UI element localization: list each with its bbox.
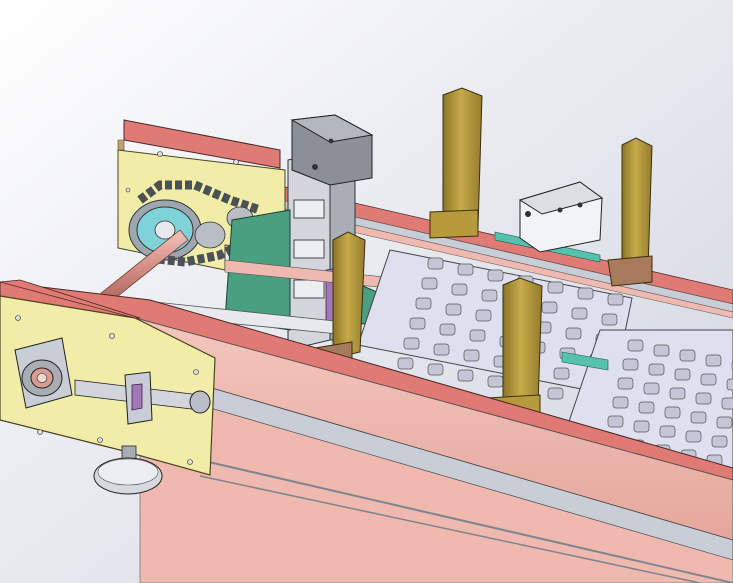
tray-pocket (664, 406, 681, 419)
guide-post-2[interactable] (607, 137, 653, 287)
tray-pocket (415, 297, 432, 310)
tray-pocket (612, 396, 629, 409)
tray-pocket (403, 337, 420, 350)
tray-pocket (475, 309, 492, 322)
tray-pocket (617, 377, 634, 390)
tray-pocket (487, 269, 504, 282)
tray-pocket (457, 263, 474, 276)
tray-pocket (487, 375, 504, 388)
tray-pocket (439, 323, 456, 336)
tray-pocket (427, 257, 444, 270)
tray-pocket (547, 281, 564, 294)
tray-pocket (547, 387, 564, 400)
tray-pocket (695, 392, 712, 405)
tray-pocket (721, 397, 733, 410)
tray-pocket (685, 430, 702, 443)
tray-pocket (541, 301, 558, 314)
tray-pocket (481, 289, 498, 302)
tension-screw[interactable] (74, 371, 211, 425)
tray-pocket (705, 354, 722, 367)
tray-pocket (421, 277, 438, 290)
tray-pocket (427, 363, 444, 376)
tray-pocket (565, 327, 582, 340)
tray-pocket (451, 283, 468, 296)
tray-pocket (397, 357, 414, 370)
tray-pocket (726, 378, 733, 391)
leveling-foot[interactable] (93, 445, 163, 495)
tray-pocket (648, 363, 665, 376)
tray-pocket (690, 411, 707, 424)
pneumatic-cylinder-back[interactable] (518, 181, 604, 253)
tray-pocket (469, 329, 486, 342)
tray-pocket (643, 382, 660, 395)
front-rail[interactable] (0, 281, 733, 583)
tray-pocket (433, 343, 450, 356)
tray-pocket (653, 344, 670, 357)
tray-pocket (463, 349, 480, 362)
tray-pocket (577, 287, 594, 300)
tray-pocket (716, 416, 733, 429)
tray-pocket (669, 387, 686, 400)
tray-pocket (607, 415, 624, 428)
tray-pocket (409, 317, 426, 330)
tray-pocket (633, 420, 650, 433)
chain-sprocket-assembly[interactable] (128, 180, 262, 267)
tray-pocket (457, 369, 474, 382)
tray-pocket (711, 435, 728, 448)
tray-pocket (553, 367, 570, 380)
tray-pocket (571, 307, 588, 320)
tray-pocket (674, 368, 691, 381)
bearing-housing[interactable] (14, 337, 73, 409)
tray-pocket (622, 358, 639, 371)
tray-pocket (638, 401, 655, 414)
guide-post-1[interactable] (429, 87, 483, 239)
tray-pocket (445, 303, 462, 316)
tray-pocket (607, 293, 624, 306)
tray-pockets-right (602, 339, 733, 467)
tray-pocket (700, 373, 717, 386)
tray-pocket (659, 425, 676, 438)
tray-pocket (627, 339, 644, 352)
tray-pocket (679, 349, 696, 362)
tray-pocket (601, 313, 618, 326)
